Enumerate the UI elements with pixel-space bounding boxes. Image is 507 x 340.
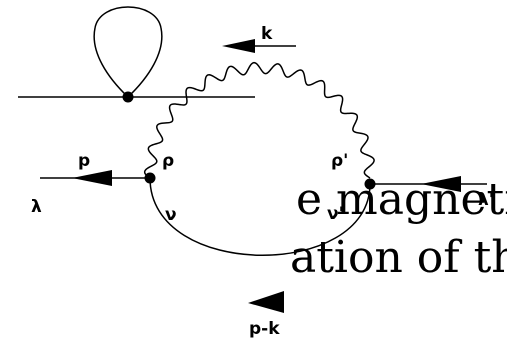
label-lambda-prime: λ' (478, 190, 494, 210)
label-nu: ν (165, 205, 177, 225)
label-rho-prime: ρ' (331, 151, 348, 171)
fermion-propagator-arc (149, 177, 371, 256)
background-text-line-1: e magnetic background (296, 174, 507, 225)
k-arrowhead (222, 39, 255, 53)
lambda-prime-arrowhead (421, 176, 461, 192)
tadpole-vertex (122, 91, 134, 103)
label-nu-prime: ν' (327, 204, 344, 224)
label-lambda: λ (31, 197, 42, 217)
p-arrowhead (72, 170, 112, 186)
label-k: k (261, 24, 273, 44)
vertex-left (144, 172, 156, 184)
label-p: p (78, 151, 90, 171)
label-p-minus-k: p-k (249, 319, 280, 339)
photon-propagator-wavy-line (143, 61, 375, 179)
p-minus-k-arrowhead (248, 291, 284, 313)
label-rho: ρ (162, 151, 174, 171)
tadpole-loop (93, 6, 163, 99)
vertex-right (364, 178, 376, 190)
